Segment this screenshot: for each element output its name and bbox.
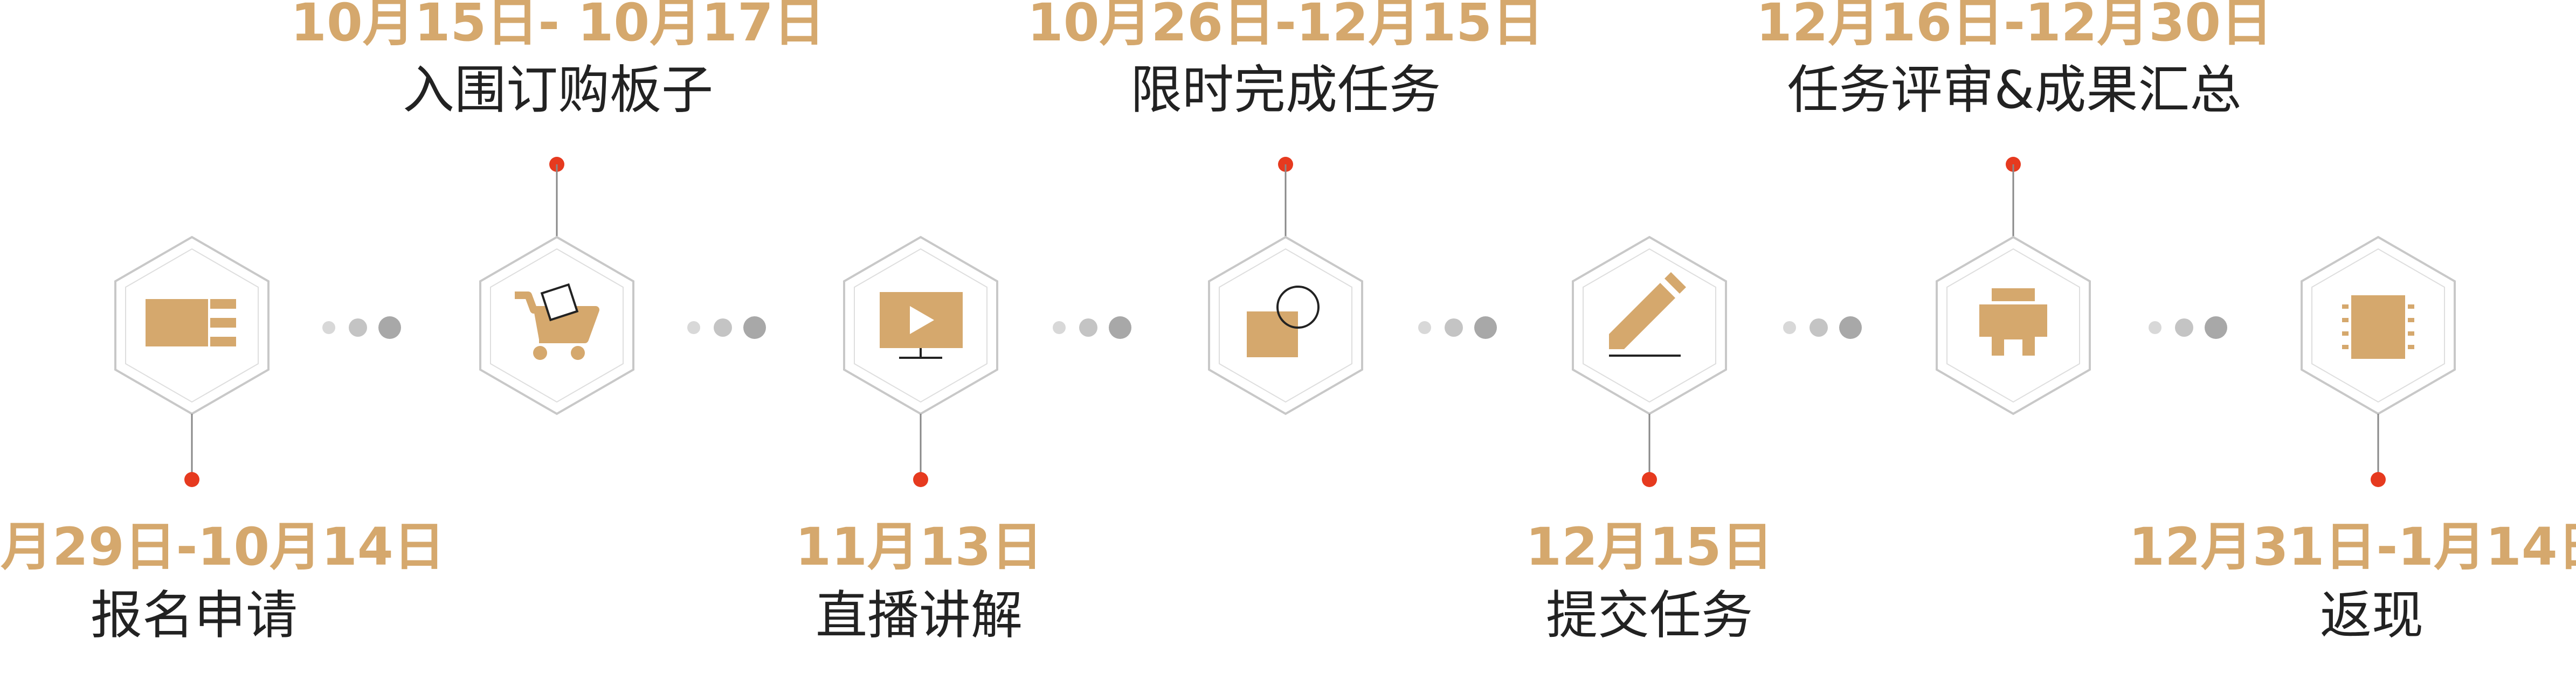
step-2: 10月15日- 10月17日 入围订购板子 (291, 0, 825, 415)
step-label: 提交任务 (1546, 585, 1753, 646)
marker-dot (1642, 472, 1657, 487)
step-label: 报名申请 (91, 585, 298, 646)
step-label: 返现 (2320, 585, 2423, 646)
hexagon-frame (1208, 235, 1363, 415)
step-6: 12月16日-12月30日 任务评审&成果汇总 (1756, 0, 2273, 415)
progress-dots (1053, 316, 1131, 339)
step-label: 入围订购板子 (403, 60, 713, 120)
progress-dots (1783, 316, 1862, 339)
hexagon-frame (1936, 235, 2091, 415)
step-date: 10月15日- 10月17日 (291, 0, 825, 53)
step-label: 任务评审&成果汇总 (1787, 60, 2242, 120)
step-date: 11月13日 (795, 517, 1042, 577)
step-date: 12月31日-1月14日 (2129, 517, 2576, 577)
progress-dots (322, 316, 401, 339)
progress-dots (687, 316, 766, 339)
hexagon-inner (125, 248, 259, 403)
marker-dot (2371, 472, 2386, 487)
step-date: 9月29日-10月14日 (0, 517, 445, 577)
review-icon (1979, 288, 2047, 356)
hexagon-frame (1572, 235, 1727, 415)
step-date: 12月15日 (1525, 517, 1773, 577)
hexagon-inner (854, 248, 987, 403)
progress-dots (1418, 316, 1497, 339)
step-label: 限时完成任务 (1130, 60, 1441, 120)
step-3: 11月13日 直播讲解 (795, 235, 1043, 646)
hexagon-frame (479, 235, 634, 415)
progress-dots (2149, 316, 2227, 339)
task-shapes-icon (1247, 286, 1320, 357)
hexagon-inner (1219, 248, 1352, 403)
id-card-icon (146, 299, 236, 346)
chip-icon (2342, 295, 2414, 359)
step-date: 12月16日-12月30日 (1756, 0, 2273, 53)
marker-dot (913, 472, 928, 487)
step-4: 10月26日-12月15日 限时完成任务 (1027, 0, 1544, 415)
marker-dot (184, 472, 199, 487)
pencil-icon (1609, 272, 1686, 357)
hexagon-inner (1946, 248, 2080, 403)
step-5: 12月15日 提交任务 (1525, 235, 1773, 646)
hexagon-inner (490, 248, 624, 403)
step-1: 9月29日-10月14日 报名申请 (0, 235, 445, 646)
video-monitor-icon (880, 292, 963, 359)
step-label: 直播讲解 (816, 585, 1023, 646)
hexagon-inner (1583, 248, 1716, 403)
step-date: 10月26日-12月15日 (1027, 0, 1544, 53)
step-7: 12月31日-1月14日 返现 (2129, 235, 2576, 646)
hexagon-inner (2311, 248, 2445, 403)
cart-icon (515, 283, 599, 360)
